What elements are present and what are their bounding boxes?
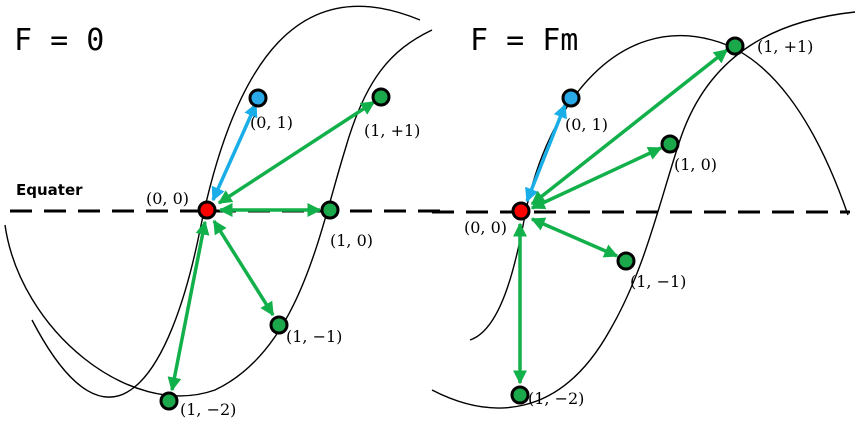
equator-label: Equater <box>16 181 83 199</box>
right-state-1-0 <box>660 134 680 154</box>
right-label-1-minus2: (1, −2) <box>528 389 584 408</box>
left-label-1-minus1: (1, −1) <box>286 327 342 346</box>
left-state-1-plus1 <box>371 87 391 107</box>
left-state-1-minus1 <box>269 315 289 335</box>
left-label-1-minus2: (1, −2) <box>180 400 236 419</box>
right-state-1-minus2 <box>510 385 530 405</box>
left-panel: F = 0 Equater (0, 0) (0, 1) (1, +1) (1, … <box>4 5 440 419</box>
right-state-0-1 <box>561 88 581 108</box>
left-arrow-to-1-minus2 <box>167 220 210 392</box>
right-label-origin: (0, 0) <box>464 218 507 237</box>
right-curve-b <box>431 11 856 409</box>
left-label-0-1: (0, 1) <box>250 113 293 132</box>
right-panel-title: F = Fm <box>470 23 578 58</box>
left-arrow-to-1-minus1 <box>212 219 275 317</box>
left-state-origin <box>197 200 217 220</box>
right-label-1-minus1: (1, −1) <box>630 272 686 291</box>
right-arrow-to-1-0 <box>530 146 663 210</box>
left-label-1-0: (1, 0) <box>330 231 373 250</box>
right-label-1-0: (1, 0) <box>674 155 717 174</box>
left-state-1-minus2 <box>159 391 179 411</box>
left-label-1-plus1: (1, +1) <box>364 121 420 140</box>
left-curve-a <box>31 5 421 398</box>
right-state-1-plus1 <box>725 36 745 56</box>
left-arrow-to-1-plus1 <box>217 100 376 205</box>
left-state-0-1 <box>248 88 268 108</box>
right-arrow-to-0-1 <box>525 103 567 203</box>
left-label-origin: (0, 0) <box>146 189 189 208</box>
left-state-1-0 <box>320 200 340 220</box>
left-curve-b <box>4 29 433 397</box>
right-arrow-to-1-plus1 <box>530 48 729 206</box>
right-panel: F = Fm (0, 0) (0, 1) (1, +1) (1, 0) (1, … <box>431 11 856 409</box>
right-state-origin <box>511 201 531 221</box>
right-label-1-plus1: (1, +1) <box>757 37 813 56</box>
left-panel-title: F = 0 <box>14 23 104 58</box>
right-arrow-to-1-minus1 <box>530 217 619 258</box>
right-label-0-1: (0, 1) <box>565 115 608 134</box>
right-curve-a <box>469 34 849 341</box>
right-state-1-minus1 <box>616 251 636 271</box>
